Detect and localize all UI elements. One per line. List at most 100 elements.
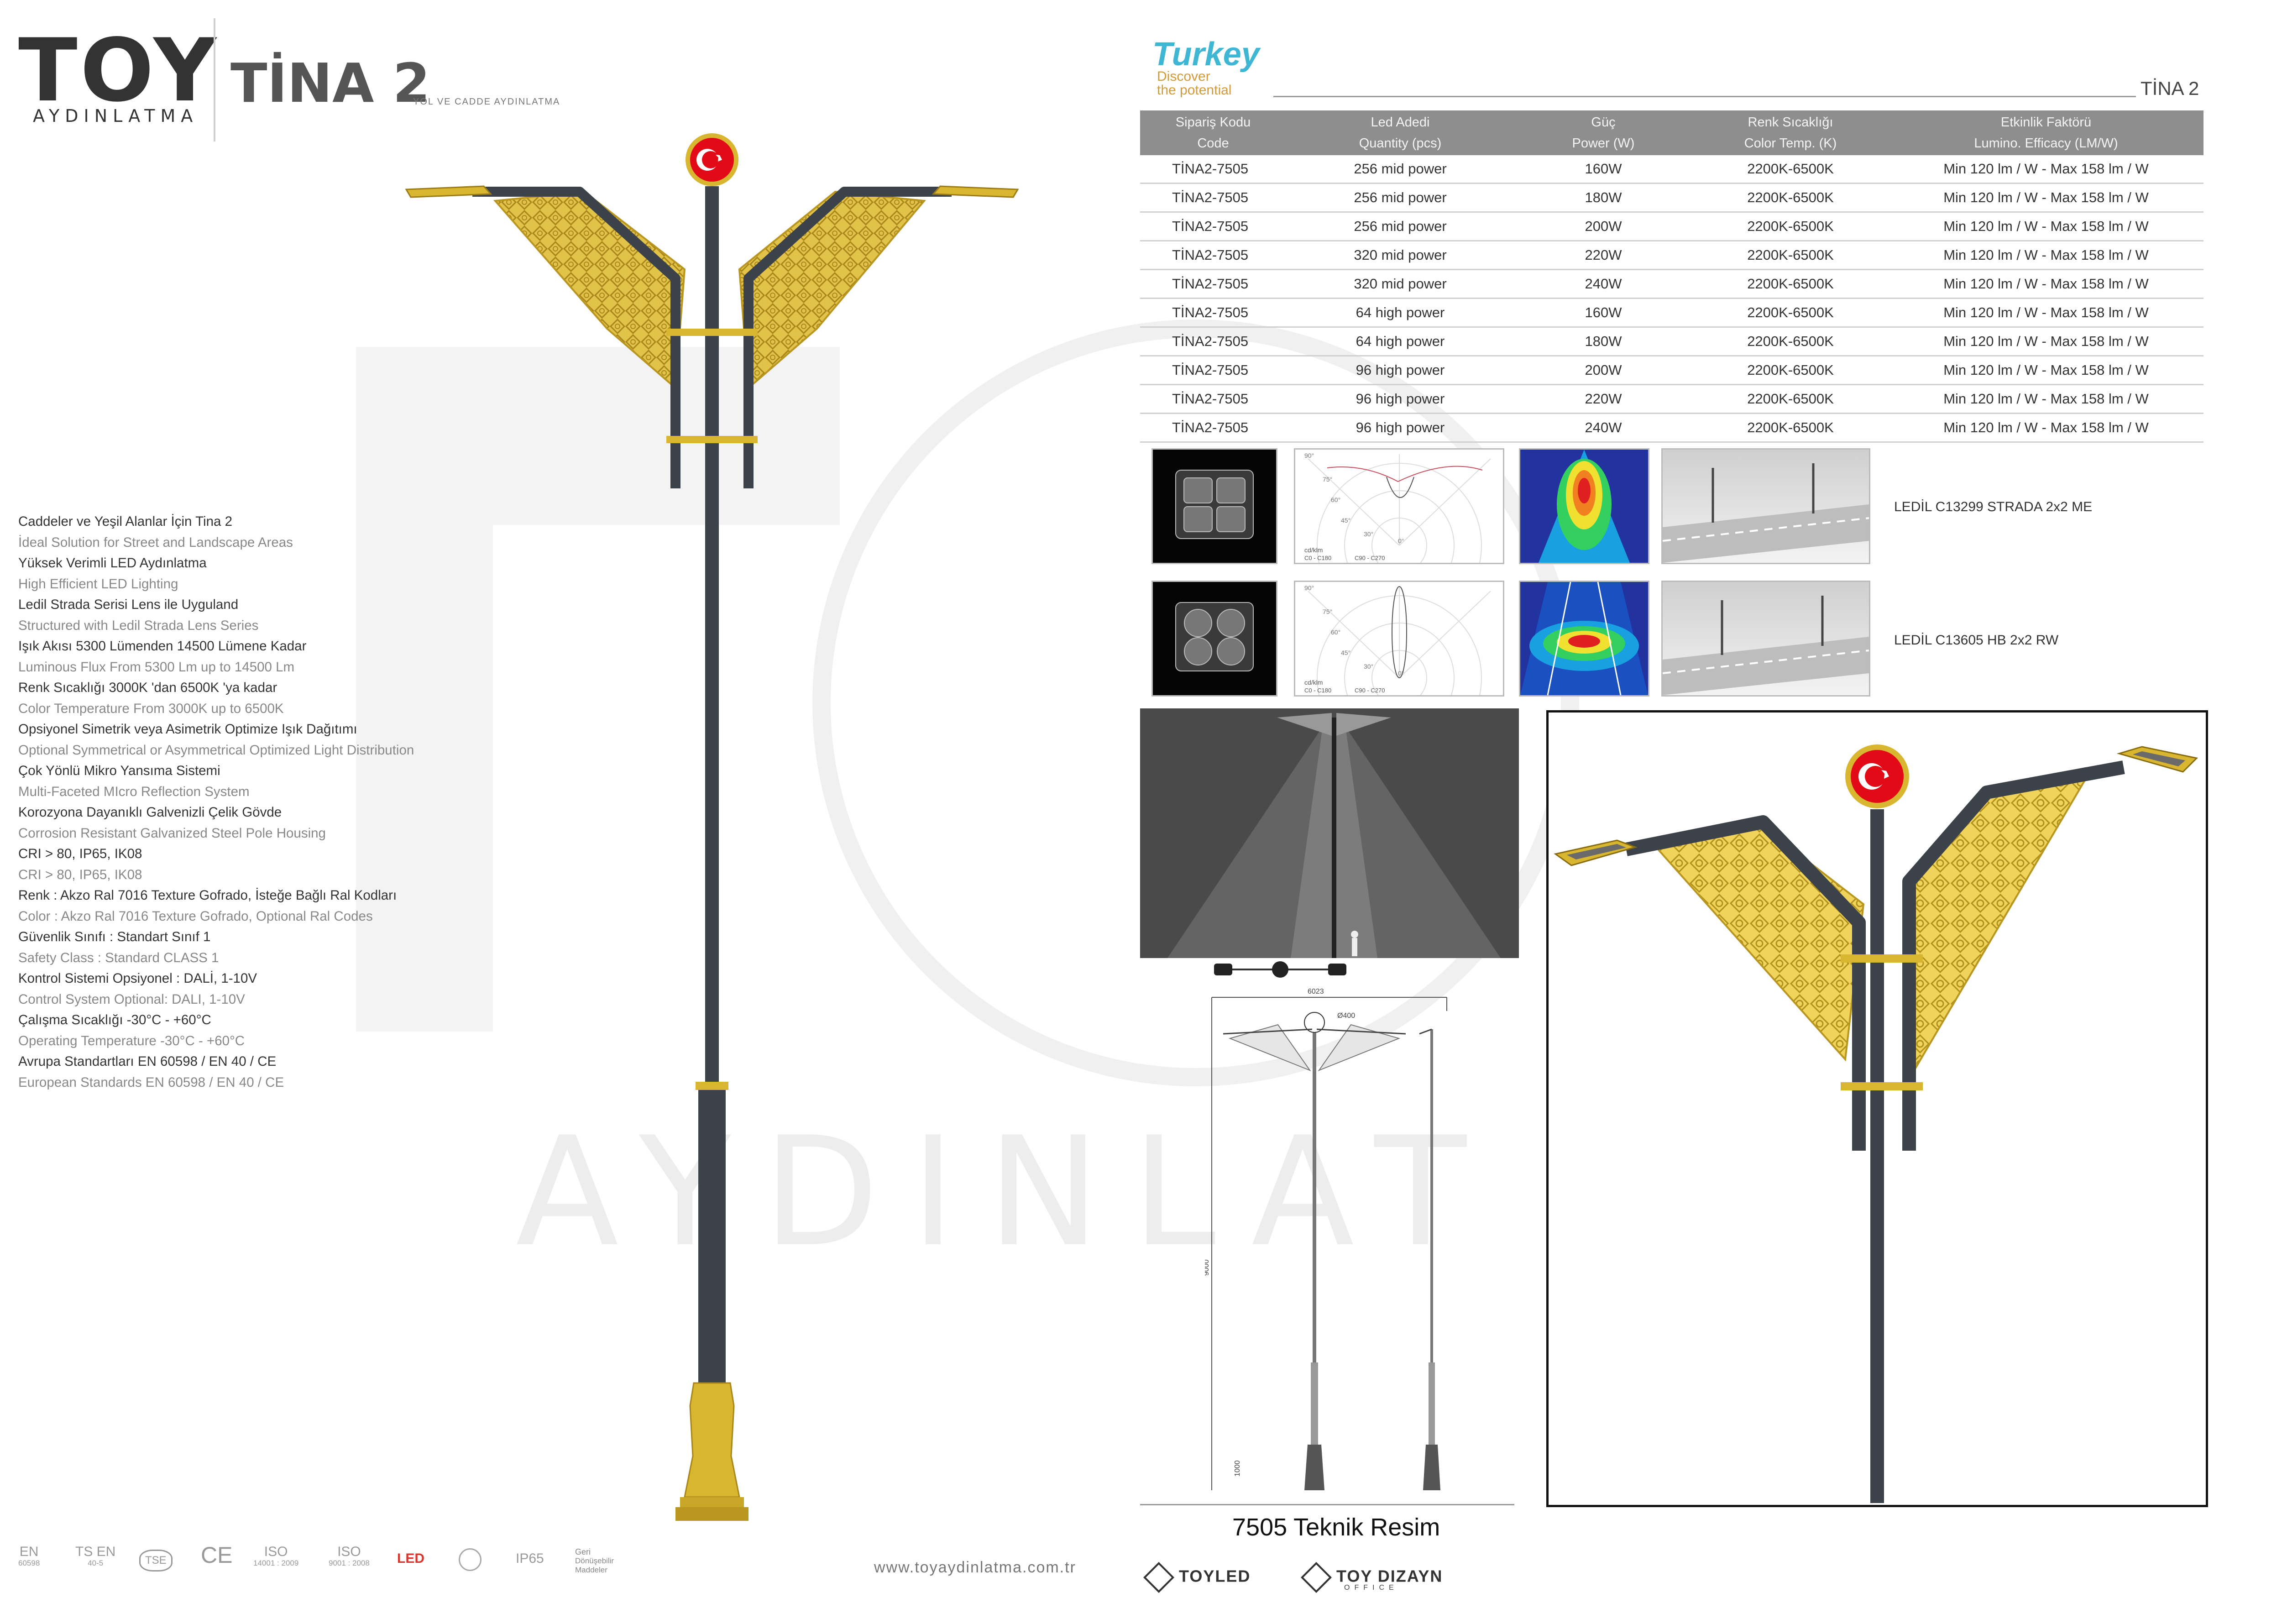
cert-ce: CE [201, 1542, 233, 1568]
svg-text:90°: 90° [1304, 584, 1314, 592]
toydizayn-logo: TOY DIZAYN [1301, 1562, 1443, 1593]
feature-en: Structured with Ledil Strada Lens Series [18, 618, 259, 633]
recycle-icon [459, 1548, 482, 1571]
header-divider [214, 18, 215, 141]
svg-text:C90 - C270: C90 - C270 [1355, 555, 1385, 561]
cert-tse: TSE [139, 1550, 173, 1572]
feature-tr: CRI > 80, IP65, IK08 [18, 846, 142, 861]
header-rule [1273, 96, 2136, 97]
feature-tr: Yüksek Verimli LED Aydınlatma [18, 555, 207, 571]
toydizayn-icon [1301, 1562, 1332, 1593]
feature-tr: Avrupa Standartları EN 60598 / EN 40 / C… [18, 1054, 277, 1069]
feature-en: High Efficient LED Lighting [18, 576, 178, 592]
teknik-label: 7505 Teknik Resim [1232, 1514, 1440, 1541]
feature-tr: Güvenlik Sınıfı : Standart Sınıf 1 [18, 929, 211, 944]
feature-tr: Renk : Akzo Ral 7016 Texture Gofrado, İs… [18, 888, 397, 903]
toydizayn-sub: OFFICE [1344, 1584, 1398, 1592]
lens-photo-2 [1151, 581, 1277, 697]
svg-text:C0 - C180: C0 - C180 [1304, 687, 1331, 694]
night-render [1140, 708, 1519, 958]
svg-text:75°: 75° [1323, 476, 1332, 483]
svg-text:6023: 6023 [1308, 988, 1324, 995]
feature-en: CRI > 80, IP65, IK08 [18, 867, 142, 882]
svg-text:30°: 30° [1364, 663, 1373, 670]
pole-illustration [405, 133, 1019, 1521]
brand-logo: TOY [18, 20, 219, 121]
svg-text:C0 - C180: C0 - C180 [1304, 555, 1331, 561]
pole-base [684, 1382, 740, 1498]
feature-tr: Çok Yönlü Mikro Yansıma Sistemi [18, 763, 220, 778]
isolux-map-2 [1519, 581, 1649, 697]
lens-label-1: LEDİL C13299 STRADA 2x2 ME [1894, 499, 2093, 514]
product-title: TİNA 2 [230, 52, 430, 115]
svg-text:30°: 30° [1364, 530, 1373, 538]
render-right-wing [1903, 775, 2089, 1090]
feature-en: Corrosion Resistant Galvanized Steel Pol… [18, 825, 326, 841]
turkey-tagline-1: Discover [1157, 69, 1210, 84]
turkey-tagline-2: the potential [1157, 83, 1232, 98]
feature-tr: Çalışma Sıcaklığı -30°C - +60°C [18, 1012, 211, 1027]
svg-text:C90 - C270: C90 - C270 [1355, 687, 1385, 694]
feature-en: Color Temperature From 3000K up to 6500K [18, 701, 284, 716]
feature-tr: Caddeler ve Yeşil Alanlar İçin Tina 2 [18, 514, 233, 529]
watermark-text: AYDINLAT [516, 1105, 1499, 1280]
feature-en: Multi-Faceted MIcro Reflection System [18, 784, 250, 799]
feature-tr: Korozyona Dayanıklı Galvenizli Çelik Göv… [18, 805, 282, 820]
feature-tr: Opsiyonel Simetrik veya Asimetrik Optimi… [18, 722, 357, 737]
turkey-logo: Turkey [1152, 36, 1260, 73]
svg-text:45°: 45° [1341, 649, 1350, 656]
svg-text:9000: 9000 [1205, 1259, 1210, 1276]
teknik-divider [1140, 1504, 1514, 1505]
feature-tr: Işık Akısı 5300 Lümenden 14500 Lümene Ka… [18, 639, 307, 654]
svg-text:45°: 45° [1341, 517, 1350, 524]
feature-en: İdeal Solution for Street and Landscape … [18, 534, 293, 550]
road-render-2 [1661, 581, 1870, 697]
svg-text:75°: 75° [1323, 608, 1332, 615]
svg-text:0°: 0° [1398, 537, 1404, 545]
lens-label-2: LEDİL C13605 HB 2x2 RW [1894, 633, 2059, 648]
svg-text:Ø400: Ø400 [1337, 1012, 1355, 1020]
feature-en: Control System Optional: DALI, 1-10V [18, 991, 245, 1007]
isolux-map-1 [1519, 448, 1649, 564]
pole-upper [705, 186, 719, 1136]
technical-drawing: 6023 Ø400 9000 1000 [1205, 961, 1447, 1490]
svg-text:0°: 0° [1398, 670, 1404, 677]
feature-en: Operating Temperature -30°C - +60°C [18, 1033, 245, 1048]
feature-tr: Kontrol Sistemi Opsiyonel : DALİ, 1-10V [18, 971, 257, 986]
website-link[interactable]: www.toyaydinlatma.com.tr [874, 1559, 1076, 1576]
right-luminaire [932, 185, 1019, 198]
svg-text:cd/klm: cd/klm [1304, 679, 1323, 686]
svg-text:60°: 60° [1331, 496, 1340, 503]
polar-diagram-2: cd/klm C0 - C180 C90 - C270 90° 75° 60° … [1294, 581, 1504, 697]
right-wing [738, 190, 926, 390]
cert-ip65: IP65 [516, 1551, 544, 1566]
toyled-icon [1143, 1562, 1174, 1593]
toyled-logo: TOYLED [1143, 1562, 1251, 1593]
polar-diagram-1: cd/klm C0 - C180 C90 - C270 90° 75° 60° … [1294, 448, 1504, 564]
feature-en: European Standards EN 60598 / EN 40 / CE [18, 1074, 284, 1090]
feature-en: Luminous Flux From 5300 Lm up to 14500 L… [18, 659, 295, 675]
feature-list: Caddeler ve Yeşil Alanlar İçin Tina 2 İd… [18, 511, 520, 1093]
road-render-1 [1661, 448, 1870, 564]
svg-text:90°: 90° [1304, 452, 1314, 459]
render-left-wing [1656, 825, 1865, 1062]
